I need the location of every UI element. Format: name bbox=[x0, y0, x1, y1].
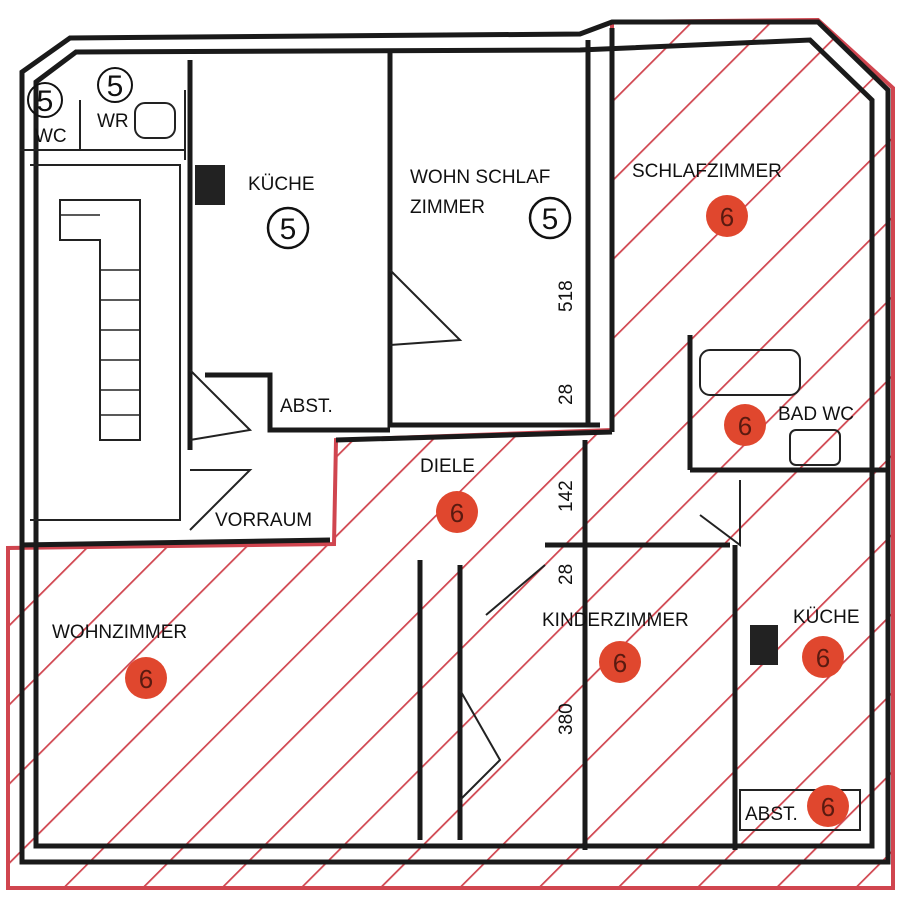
badge-kinderzimmer: 6 bbox=[613, 648, 627, 678]
badge-kueche-5: 5 bbox=[280, 213, 297, 246]
unit-5-rooms: 5 WR 5 WC KÜCHE 5 WOHN SCHLAF ZIMMER 5 A… bbox=[27, 67, 572, 531]
badge-wr: 5 bbox=[107, 70, 124, 103]
badge-schlafzimmer: 6 bbox=[720, 202, 734, 232]
dim-380: 380 bbox=[556, 703, 577, 735]
dim-28-bottom: 28 bbox=[556, 564, 577, 585]
badge-wohnschlaf: 5 bbox=[542, 203, 559, 236]
badge-bad-wc: 6 bbox=[738, 411, 752, 441]
label-kueche-6: KÜCHE bbox=[793, 607, 860, 628]
badge-wohnzimmer: 6 bbox=[139, 664, 153, 694]
label-wohnzimmer: WOHNZIMMER bbox=[52, 622, 187, 643]
label-kinderzimmer: KINDERZIMMER bbox=[542, 610, 689, 631]
badge-wc: 5 bbox=[37, 85, 54, 118]
badge-abst-6: 6 bbox=[821, 792, 835, 822]
label-wohnschlaf-2: ZIMMER bbox=[410, 197, 485, 218]
label-wohnschlaf-1: WOHN SCHLAF bbox=[410, 167, 550, 188]
dimensions: 518 28 142 28 380 bbox=[556, 280, 577, 735]
label-bad-wc: BAD WC bbox=[778, 404, 854, 425]
label-abst-6: ABST. bbox=[745, 804, 798, 825]
label-vorraum: VORRAUM bbox=[215, 510, 312, 531]
label-wr: WR bbox=[97, 111, 129, 132]
label-schlafzimmer: SCHLAFZIMMER bbox=[632, 161, 782, 182]
walls bbox=[19, 19, 891, 865]
dim-142: 142 bbox=[556, 480, 577, 512]
label-diele: DIELE bbox=[420, 456, 475, 477]
badge-diele: 6 bbox=[450, 498, 464, 528]
unit-6-rooms: SCHLAFZIMMER 6 BAD WC 6 DIELE 6 WOHNZIMM… bbox=[52, 161, 860, 827]
dim-518: 518 bbox=[556, 280, 577, 312]
dim-28-top: 28 bbox=[556, 384, 577, 405]
label-abst-5: ABST. bbox=[280, 396, 333, 417]
label-wc: WC bbox=[35, 126, 67, 147]
label-kueche-5: KÜCHE bbox=[248, 174, 315, 195]
badge-kueche-6: 6 bbox=[816, 643, 830, 673]
